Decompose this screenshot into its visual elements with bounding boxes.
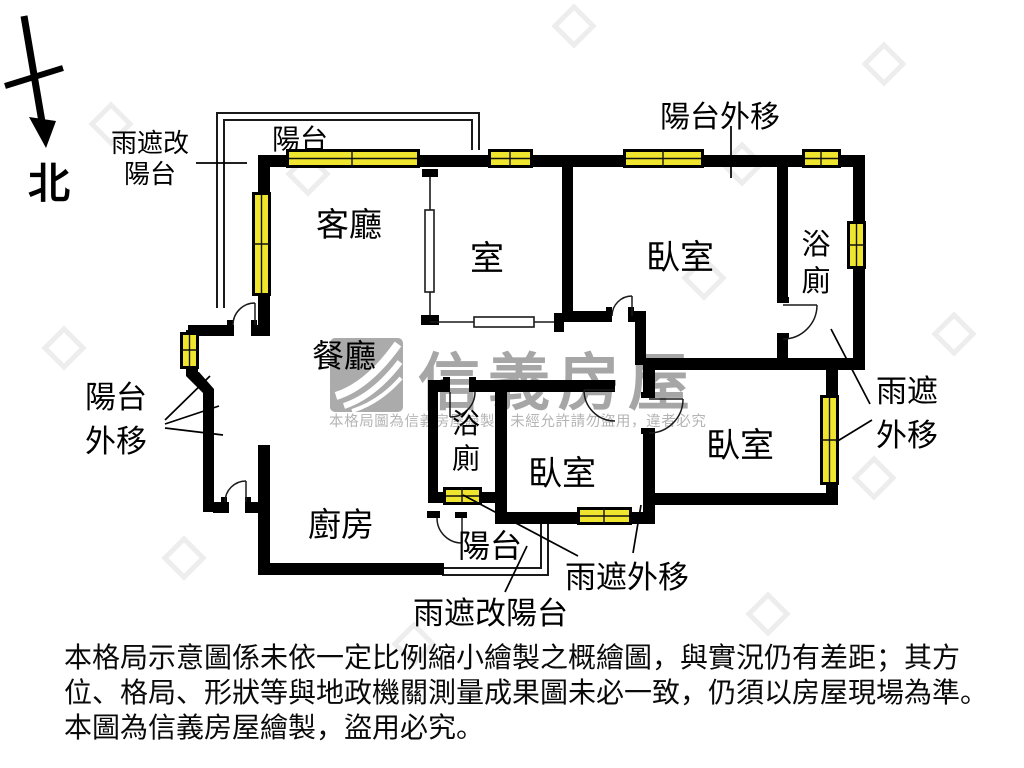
room-label-dining: 餐廳 bbox=[312, 338, 377, 374]
sinyi-logo bbox=[330, 338, 403, 413]
annotation-rain-awning-moved-out-right: 雨遮外移 bbox=[876, 374, 938, 453]
window bbox=[802, 149, 841, 168]
room-label-bathroom-b: 浴廁 bbox=[451, 409, 480, 475]
room-label-bedroom-b: 臥室 bbox=[528, 456, 596, 493]
door-entrance bbox=[232, 302, 256, 326]
door-bathroom-a bbox=[782, 304, 818, 340]
window bbox=[847, 221, 866, 269]
disclaimer-text: 本格局示意圖係未依一定比例縮小繪製之概繪圖，與實況仍有差距；其方 位、格局、形狀… bbox=[64, 641, 1014, 746]
north-arrow-icon bbox=[4, 15, 64, 148]
annotation-balcony-moved-out-top: 陽台外移 bbox=[660, 101, 780, 134]
window bbox=[577, 507, 632, 525]
walls bbox=[186, 155, 865, 575]
disclaimer-line: 位、格局、形狀等與地政機關測量成果圖未必一致，仍須以房屋現場為準。 bbox=[64, 678, 989, 709]
den-partitions bbox=[421, 169, 564, 332]
room-label-bedroom-c: 臥室 bbox=[706, 428, 774, 465]
annotation-rain-awning-to-balcony-top: 雨遮改陽台 bbox=[110, 129, 189, 189]
watermark-notice: 本格局圖為信義房屋繪製，未經允許請勿盜用，違者必究 bbox=[329, 414, 707, 430]
door-west-balcony bbox=[224, 480, 247, 503]
room-label-balcony-top: 陽台 bbox=[272, 125, 329, 156]
window bbox=[180, 332, 199, 369]
room-label-bathroom-a: 浴廁 bbox=[801, 229, 831, 298]
window bbox=[623, 149, 704, 168]
window bbox=[820, 395, 839, 485]
windows bbox=[180, 149, 866, 525]
pointer-lines bbox=[164, 126, 873, 593]
room-label-den: 室 bbox=[470, 241, 504, 278]
north-label: 北 bbox=[28, 162, 71, 208]
door-bedroom-b bbox=[583, 389, 616, 422]
door-bathroom-b bbox=[449, 391, 476, 418]
door-bottom-balcony bbox=[436, 517, 463, 544]
window bbox=[252, 192, 271, 296]
door-jambs bbox=[221, 297, 789, 518]
door-bedroom-a bbox=[611, 295, 633, 317]
room-label-bedroom-a: 臥室 bbox=[646, 240, 714, 277]
window bbox=[286, 149, 420, 168]
annotation-rain-awning-to-balcony-bottom: 雨遮改陽台 bbox=[413, 596, 568, 631]
window bbox=[488, 149, 533, 168]
annotation-rain-awning-moved-out-bottom: 雨遮外移 bbox=[565, 560, 689, 595]
room-label-living: 客廳 bbox=[316, 208, 382, 244]
doors bbox=[224, 295, 818, 544]
room-label-kitchen: 廚房 bbox=[308, 508, 374, 544]
room-label-balcony-bottom: 陽台 bbox=[458, 528, 523, 564]
balcony-outline-top-left bbox=[216, 112, 480, 308]
annotation-balcony-moved-out-left: 陽台外移 bbox=[85, 380, 147, 459]
disclaimer-line: 本格局示意圖係未依一定比例縮小繪製之概繪圖，與實況仍有差距；其方 bbox=[64, 643, 961, 674]
disclaimer-line: 本圖為信義房屋繪製，盜用必究。 bbox=[64, 713, 485, 744]
door-bedroom-c bbox=[648, 398, 684, 434]
